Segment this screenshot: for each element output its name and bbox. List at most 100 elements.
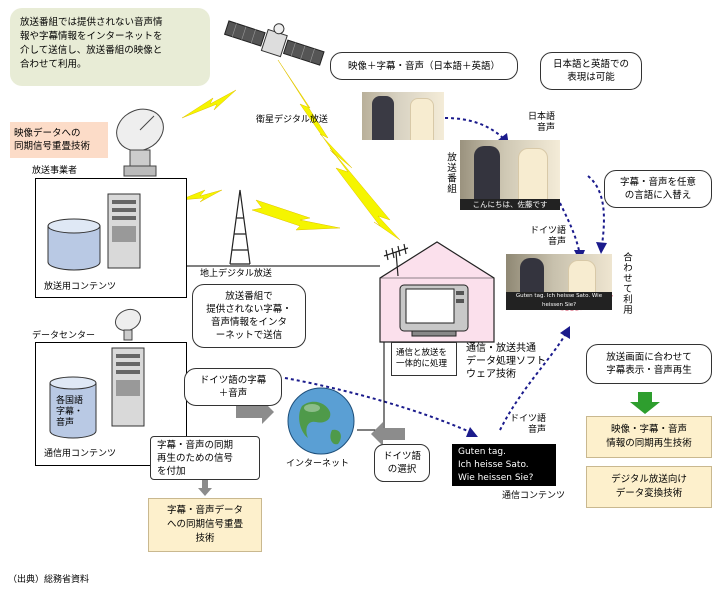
unified-processing-box: 通信と放送を 一体的に処理 (391, 342, 457, 376)
tech-line: への同期信号重畳 (166, 519, 243, 530)
gray-arrow (371, 422, 405, 446)
dotted-arrow (444, 117, 506, 141)
db-line: 各国語 (56, 396, 84, 406)
callout-line: 音声情報をインタ (210, 317, 287, 328)
callout-switch-lang: 字幕・音声を任意 の言語に入替え (604, 170, 712, 208)
globe-icon (287, 387, 355, 455)
dotted-arrow (284, 377, 471, 433)
top-note-line: 放送番組では提供されない音声情 (20, 17, 163, 28)
callout-line: 再生のための信号 (157, 452, 234, 464)
datacenter-label: データセンター (32, 331, 96, 341)
dotted-arrow (587, 175, 605, 246)
callout-line: の言語に入替え (624, 190, 692, 201)
operator-label: 放送事業者 (32, 166, 78, 176)
db-text: 各国語 字幕・ 音声 (56, 396, 83, 429)
de-audio-label-1: ドイツ語 音声 (530, 226, 566, 248)
lightning-bolt (251, 199, 341, 231)
callout-line: 字幕・音声の同期 (157, 439, 234, 451)
callout-line: ーネットで送信 (215, 330, 283, 341)
satellite-icon (223, 20, 325, 66)
callout-line: の選択 (387, 464, 417, 475)
gray-arrow (198, 480, 212, 496)
server-icon (107, 193, 141, 269)
dotted-arrow (499, 334, 566, 431)
callout-text: 映像＋字幕・音声（日本語＋英語） (347, 60, 500, 72)
callout-german: ドイツ語の字幕 ＋音声 (184, 368, 282, 406)
db-line: 音声 (56, 418, 75, 428)
callout-line: ドイツ語の字幕 (199, 375, 267, 386)
callout-jp-en: 日本語と英語での 表現は可能 (540, 52, 642, 90)
de-subtitle: Guten tag. Ich heisse Sato. Wie heissen … (506, 292, 612, 310)
label-line: ドイツ語 (510, 414, 547, 424)
comm-contents-label: 通信コンテンツ (502, 491, 566, 501)
green-arrow (630, 392, 660, 414)
callout-line: 字幕表示・音声再生 (606, 365, 692, 376)
tech-line: デジタル放送向け (611, 474, 687, 485)
callout-sat-content: 映像＋字幕・音声（日本語＋英語） (330, 52, 518, 80)
program-photo-top (362, 92, 444, 140)
gray-arrow (236, 400, 274, 424)
program-photo-jp: こんにちは、佐藤です (460, 140, 560, 210)
top-note-line: 報や字幕情報をインターネットを (20, 31, 163, 42)
database-icon (49, 376, 97, 439)
tower-icon (229, 189, 251, 265)
tech-box-sync-reproduce: 映像・字幕・音声 情報の同期再生技術 (586, 416, 712, 458)
comm-line: Ich heisse Sato. (458, 460, 529, 470)
top-note-line: 介して送信し、放送番組の映像と (20, 45, 163, 56)
tech-box-convert: デジタル放送向け データ変換技術 (586, 466, 712, 508)
dish-antenna-icon (114, 308, 142, 341)
server-icon (111, 347, 145, 427)
sync-signal-callout: 字幕・音声の同期 再生のための信号 を付加 (150, 436, 260, 480)
label-line: 日本語 (528, 112, 556, 122)
lightning-bolt (179, 189, 223, 203)
tv-photo-de: Guten tag. Ich heisse Sato. Wie heissen … (506, 254, 612, 310)
label-line: データ処理ソフト (466, 356, 546, 367)
callout-line: 放送番組で (225, 291, 273, 302)
label-line: 音声 (528, 425, 547, 435)
tech-line: 情報の同期再生技術 (606, 438, 692, 449)
label-line: 音声 (548, 237, 567, 247)
database-icon (47, 218, 101, 271)
callout-line: ドイツ語 (382, 451, 421, 462)
broadcast-contents-label: 放送用コンテンツ (44, 282, 117, 292)
lightning-bolt (329, 147, 401, 241)
tech-line: データ変換技術 (615, 488, 683, 499)
label-line: 通信・放送共通 (466, 343, 536, 354)
jp-audio-label: 日本語 音声 (528, 112, 555, 134)
label-line: ドイツ語 (530, 226, 567, 236)
callout-line: を付加 (157, 465, 186, 477)
tech-box-superimpose: 字幕・音声データ への同期信号重畳 技術 (148, 498, 262, 552)
label-line: ウェア技術 (466, 369, 516, 380)
top-note: 放送番組では提供されない音声情 報や字幕情報をインターネットを 介して送信し、放… (10, 8, 210, 86)
sync-tech-label: 映像データへの 同期信号重畳技術 (10, 122, 108, 158)
tech-line: 映像・字幕・音声 (610, 424, 687, 435)
label-line: 音声 (537, 123, 556, 133)
callout-line: ＋音声 (218, 388, 248, 399)
callout-net-send: 放送番組で 提供されない字幕・ 音声情報をインタ ーネットで送信 (192, 284, 306, 348)
label-line: 同期信号重畳技術 (14, 141, 91, 152)
callout-line: 日本語と英語での (552, 59, 629, 70)
tech-line: 技術 (195, 533, 215, 544)
arrow-head (466, 427, 478, 437)
lightning-bolt (181, 89, 237, 119)
combined-use-label: 合わせて利用 (621, 252, 632, 315)
callout-line: 放送画面に合わせて (606, 352, 692, 363)
internet-label: インターネット (286, 459, 350, 469)
comm-line: Guten tag. (458, 447, 506, 457)
comm-contents-box: Guten tag. Ich heisse Sato. Wie heissen … (452, 444, 556, 486)
tech-line: 字幕・音声データ (166, 505, 243, 516)
callout-line: 表現は可能 (567, 72, 615, 83)
label-line: 一体的に処理 (396, 359, 448, 369)
terrestrial-broadcast-label: 地上デジタル放送 (200, 269, 272, 279)
comm-contents-dc-label: 通信用コンテンツ (44, 449, 117, 459)
tv-icon (399, 284, 469, 337)
callout-line: 提供されない字幕・ (206, 304, 292, 315)
arrow-head (596, 242, 607, 254)
callout-sync-play: 放送画面に合わせて 字幕表示・音声再生 (586, 344, 712, 384)
source-label: （出典）総務省資料 (8, 575, 90, 585)
lightning-bolt (277, 59, 353, 169)
jp-subtitle: こんにちは、佐藤です (460, 199, 560, 210)
select-de-callout: ドイツ語 の選択 (374, 444, 430, 482)
dish-antenna-icon (116, 108, 164, 177)
label-line: 通信と放送を (396, 348, 448, 358)
